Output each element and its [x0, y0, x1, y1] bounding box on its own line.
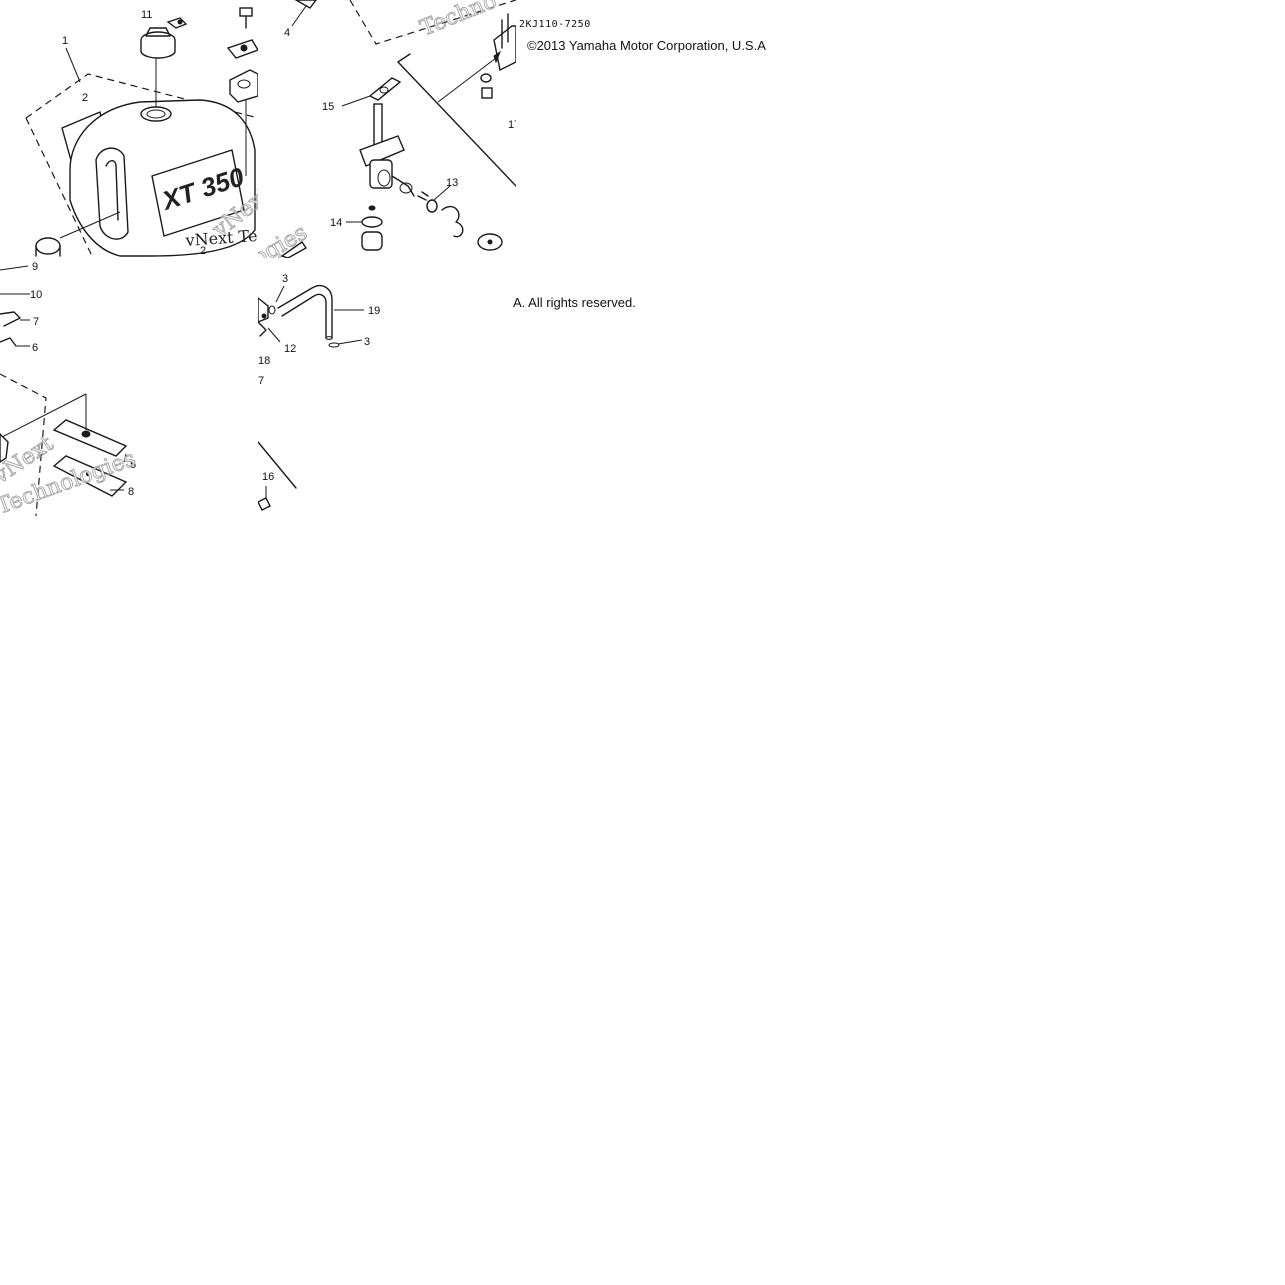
- callout-15: 15: [322, 101, 334, 113]
- rights-line: A. All rights reserved.: [513, 295, 636, 310]
- callout-7a: 7: [33, 316, 39, 328]
- callout-3b: 3: [364, 336, 370, 348]
- tile-brackets-top: 4 15 14: [258, 0, 516, 258]
- plate-5: [52, 394, 128, 463]
- callout-6: 6: [32, 342, 38, 354]
- part-16: [258, 486, 271, 511]
- fuel-cock: [359, 103, 415, 197]
- watermark-techno: Techno: [417, 0, 500, 42]
- mount-bolt: [226, 7, 258, 176]
- part-13: [399, 182, 503, 251]
- callout-14: 14: [330, 217, 342, 229]
- watermark-ogies: ogies: [258, 220, 312, 258]
- callout-17: 17: [508, 119, 516, 131]
- fuel-tank-drawing: XT 350: [25, 7, 258, 257]
- part-14: [346, 205, 383, 251]
- fuel-cap: [140, 17, 188, 59]
- copyright-line: ©2013 Yamaha Motor Corporation, U.S.A: [527, 38, 766, 53]
- callout-7b: 7: [258, 375, 264, 387]
- hose-drawing: 19 3 3 12 18 7 16: [258, 273, 380, 511]
- fuel-cock-plate: [341, 77, 402, 107]
- tile-fuel-tank: XT 350: [0, 0, 258, 258]
- callout-13: 13: [446, 177, 458, 189]
- callout-9: 9: [32, 261, 38, 273]
- callout-11: 11: [141, 9, 152, 21]
- strainer: 17: [397, 13, 516, 187]
- callout-16: 16: [262, 471, 274, 483]
- diagram-code: 2KJ110-7250: [519, 19, 591, 30]
- callout-2b: 2: [200, 245, 206, 257]
- tile-hose: 19 3 3 12 18 7 16: [258, 258, 516, 516]
- callout-5: 5: [130, 459, 136, 471]
- callout-2a: 2: [82, 92, 88, 104]
- callout-12: 12: [284, 343, 296, 355]
- tank-damper: [35, 237, 61, 257]
- plate-8: [52, 455, 128, 497]
- callout-3a: 3: [282, 273, 288, 285]
- callout-19: 19: [368, 305, 380, 317]
- tile-brackets-left: 9 10 7 6 5 8 vN: [0, 258, 258, 516]
- callout-1: 1: [62, 35, 68, 47]
- breather-hose: [277, 284, 364, 340]
- callout-4: 4: [284, 27, 290, 39]
- callout-8: 8: [128, 486, 134, 498]
- callout-18: 18: [258, 355, 270, 367]
- left-brackets-drawing: 9 10 7 6 5 8 vN: [0, 261, 139, 516]
- bracket-drawing: 4 15 14: [258, 0, 516, 258]
- callout-10: 10: [30, 289, 42, 301]
